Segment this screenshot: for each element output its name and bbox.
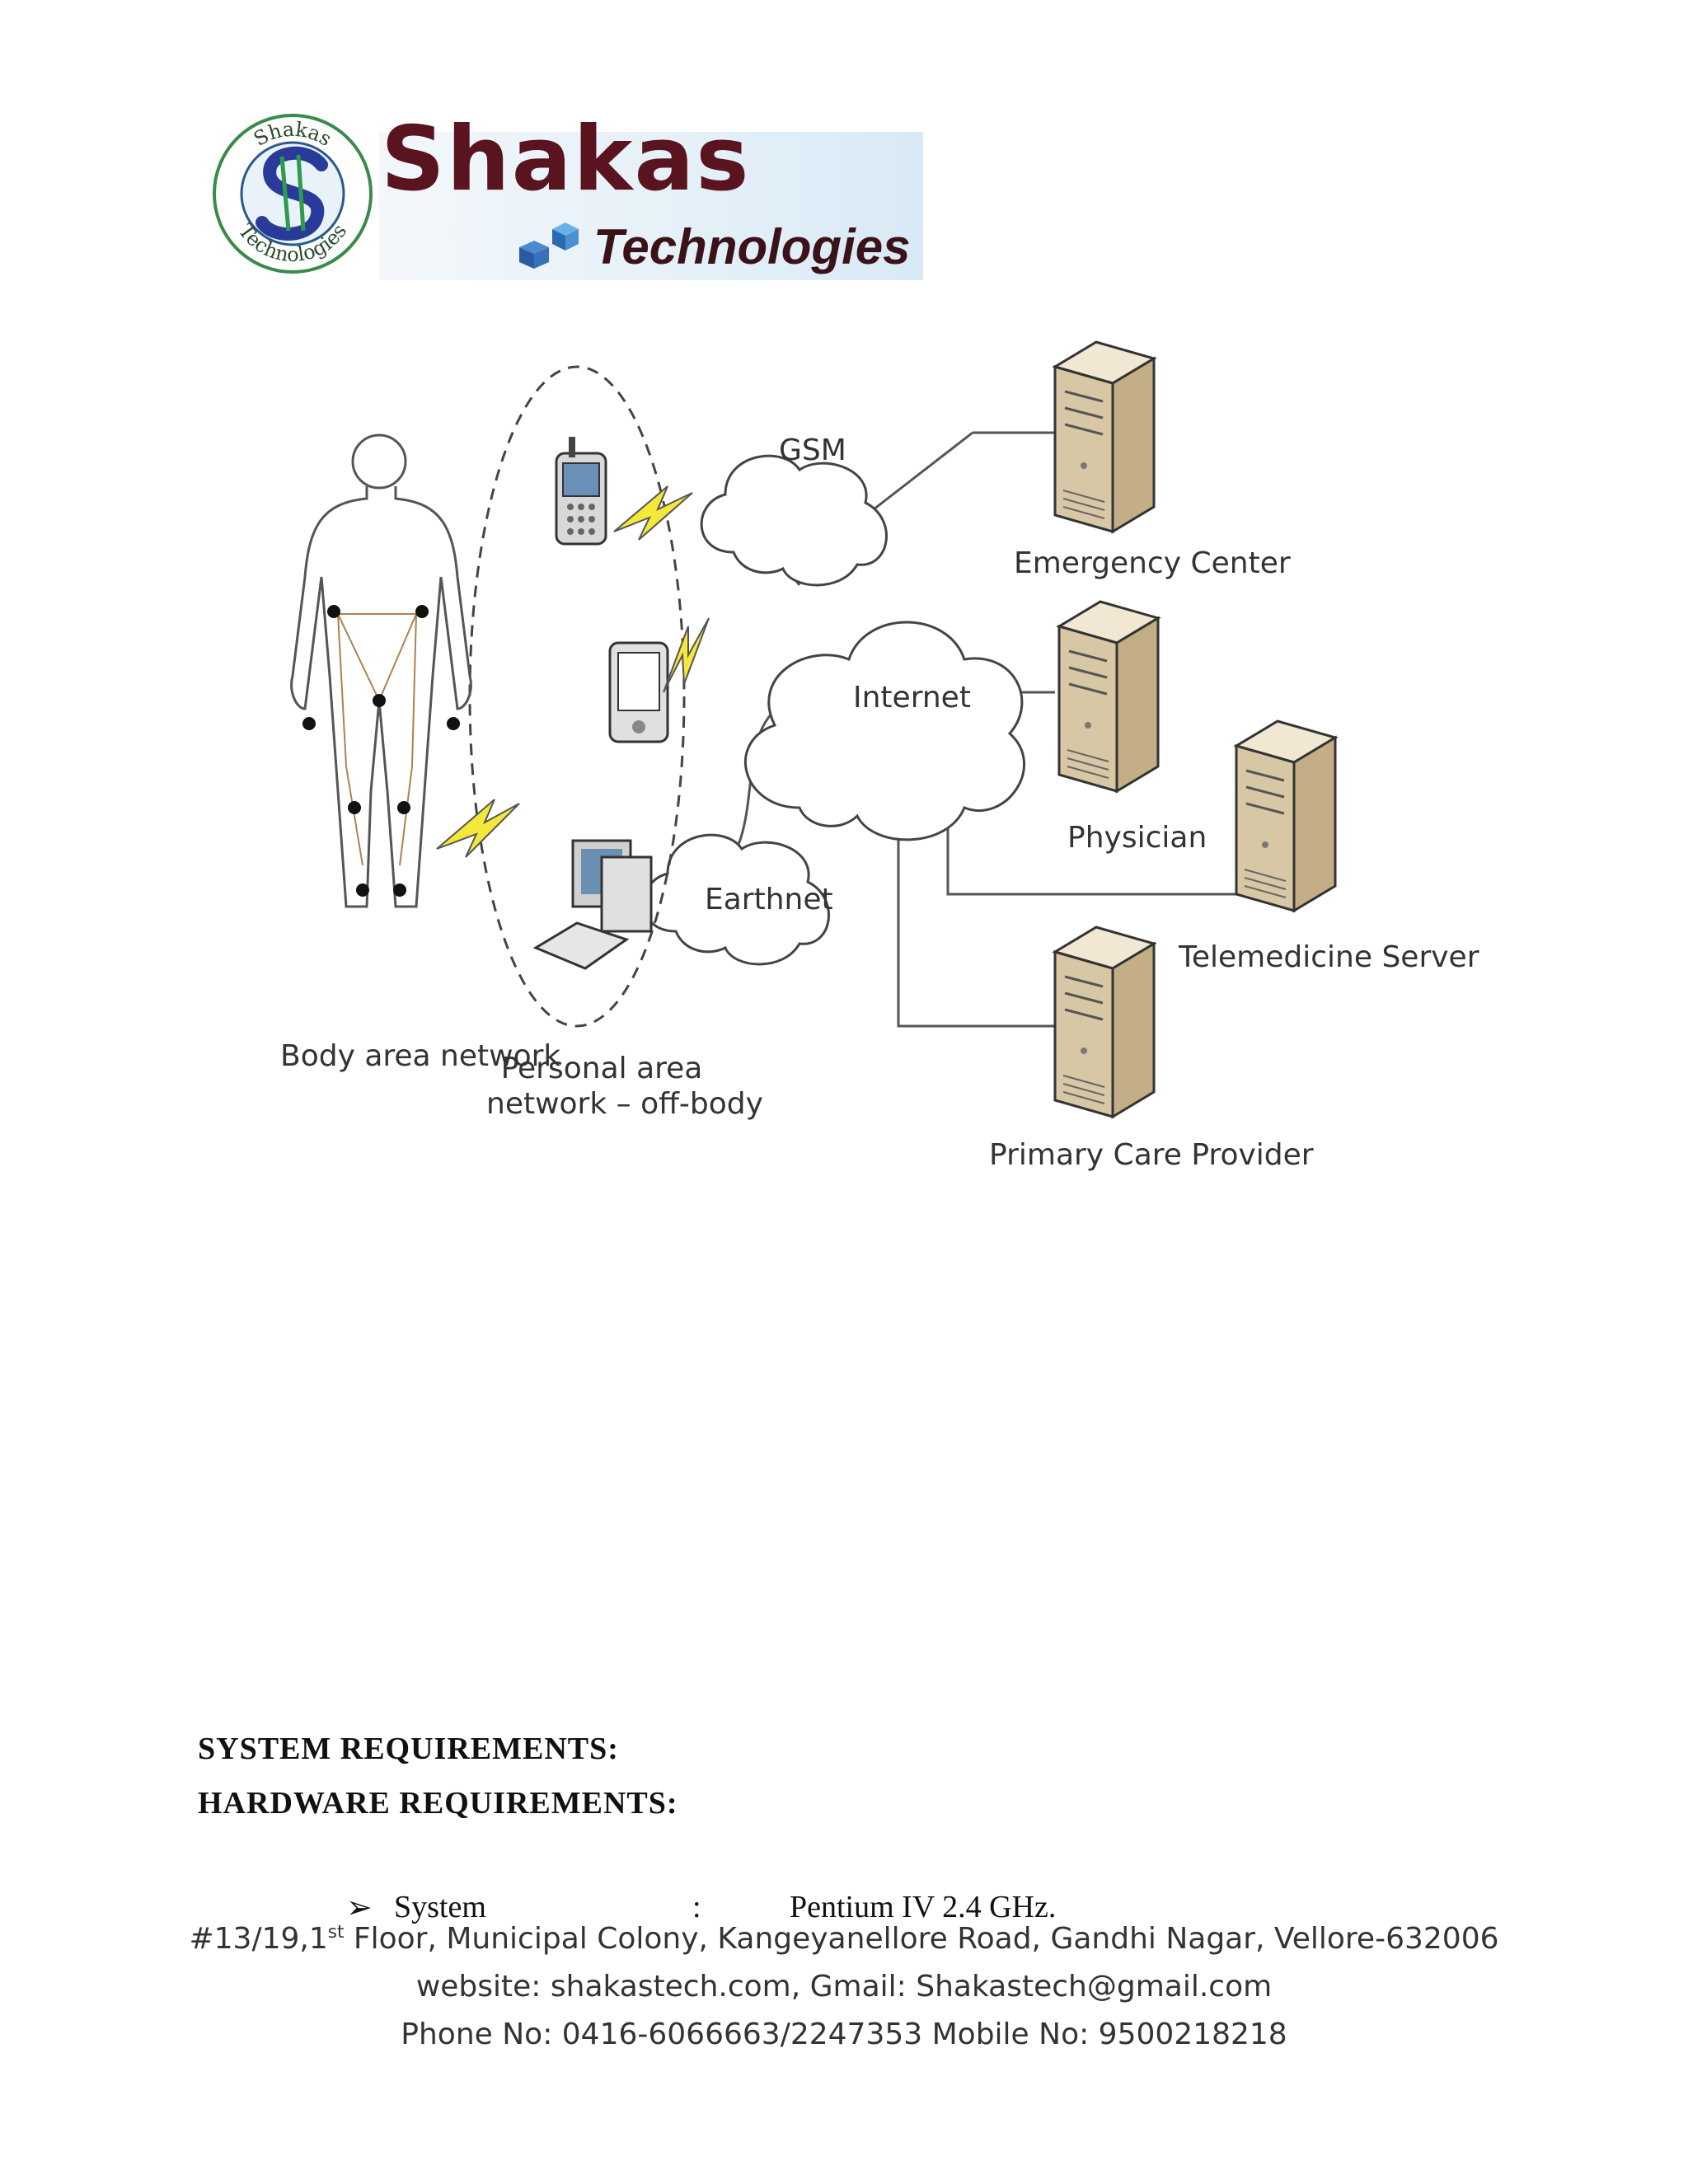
address-superscript: st — [327, 1922, 345, 1943]
internet-label: Internet — [853, 681, 971, 715]
address-prefix: #13/19,1 — [189, 1922, 328, 1956]
gsm-cloud-icon — [700, 454, 888, 587]
computer-icon — [532, 839, 653, 970]
mobile-phone-icon — [555, 437, 607, 546]
gsm-label: GSM — [779, 434, 846, 467]
emergency-server-icon — [1053, 340, 1156, 533]
primary-care-server-icon — [1053, 926, 1156, 1118]
personal-area-line-2: network – off-body — [486, 1087, 763, 1122]
primary-care-provider-label: Primary Care Provider — [989, 1138, 1314, 1172]
telemedicine-server-label: Telemedicine Server — [1179, 940, 1479, 974]
requirement-value: Pentium IV 2.4 GHz. — [790, 1890, 1057, 1924]
logo-wordmark: Shakas — [381, 108, 751, 211]
logo-subtitle: Technologies — [593, 219, 911, 274]
body-area-network-label: Body area network — [280, 1039, 561, 1073]
physician-server-icon — [1057, 600, 1160, 793]
bullet-icon: ➢ — [346, 1891, 373, 1925]
wireless-signal-icons — [436, 485, 710, 858]
cube-icons — [519, 223, 579, 269]
requirement-name: System — [394, 1890, 486, 1924]
telemedicine-network-diagram: GSM Internet Earthnet Emergency Center P… — [264, 330, 1479, 1203]
footer-phone: Phone No: 0416-6066663/2247353 Mobile No… — [401, 2018, 1287, 2051]
human-body-icon — [290, 434, 472, 908]
telemedicine-server-icon — [1235, 719, 1337, 912]
footer-web-email: website: shakastech.com, Gmail: Shakaste… — [415, 1970, 1273, 2004]
emergency-center-label: Emergency Center — [1014, 546, 1291, 580]
logo-banner — [379, 132, 923, 280]
personal-area-network-label: Personal area network – off-body — [486, 1051, 763, 1122]
personal-area-boundary — [468, 365, 686, 1028]
pda-icon — [608, 641, 669, 743]
system-requirements-heading: SYSTEM REQUIREMENTS: — [198, 1732, 619, 1766]
physician-label: Physician — [1067, 821, 1207, 855]
requirement-row: ➢ System : Pentium IV 2.4 GHz. — [346, 1889, 1500, 1930]
body-sensor-dots — [302, 605, 460, 897]
company-logo: Shakas Technologies Shakas Technologies — [206, 107, 931, 288]
logo-seal-icon: Shakas Technologies — [213, 114, 373, 274]
address-rest: Floor, Municipal Colony, Kangeyanellore … — [344, 1922, 1499, 1956]
internet-cloud-icon — [743, 621, 1026, 841]
earthnet-label: Earthnet — [705, 883, 833, 916]
hardware-requirements-heading: HARDWARE REQUIREMENTS: — [198, 1786, 678, 1821]
requirement-separator: : — [692, 1890, 701, 1924]
footer-address: #13/19,1st Floor, Municipal Colony, Kang… — [0, 1922, 1688, 1956]
personal-area-line-1: Personal area — [500, 1052, 703, 1085]
